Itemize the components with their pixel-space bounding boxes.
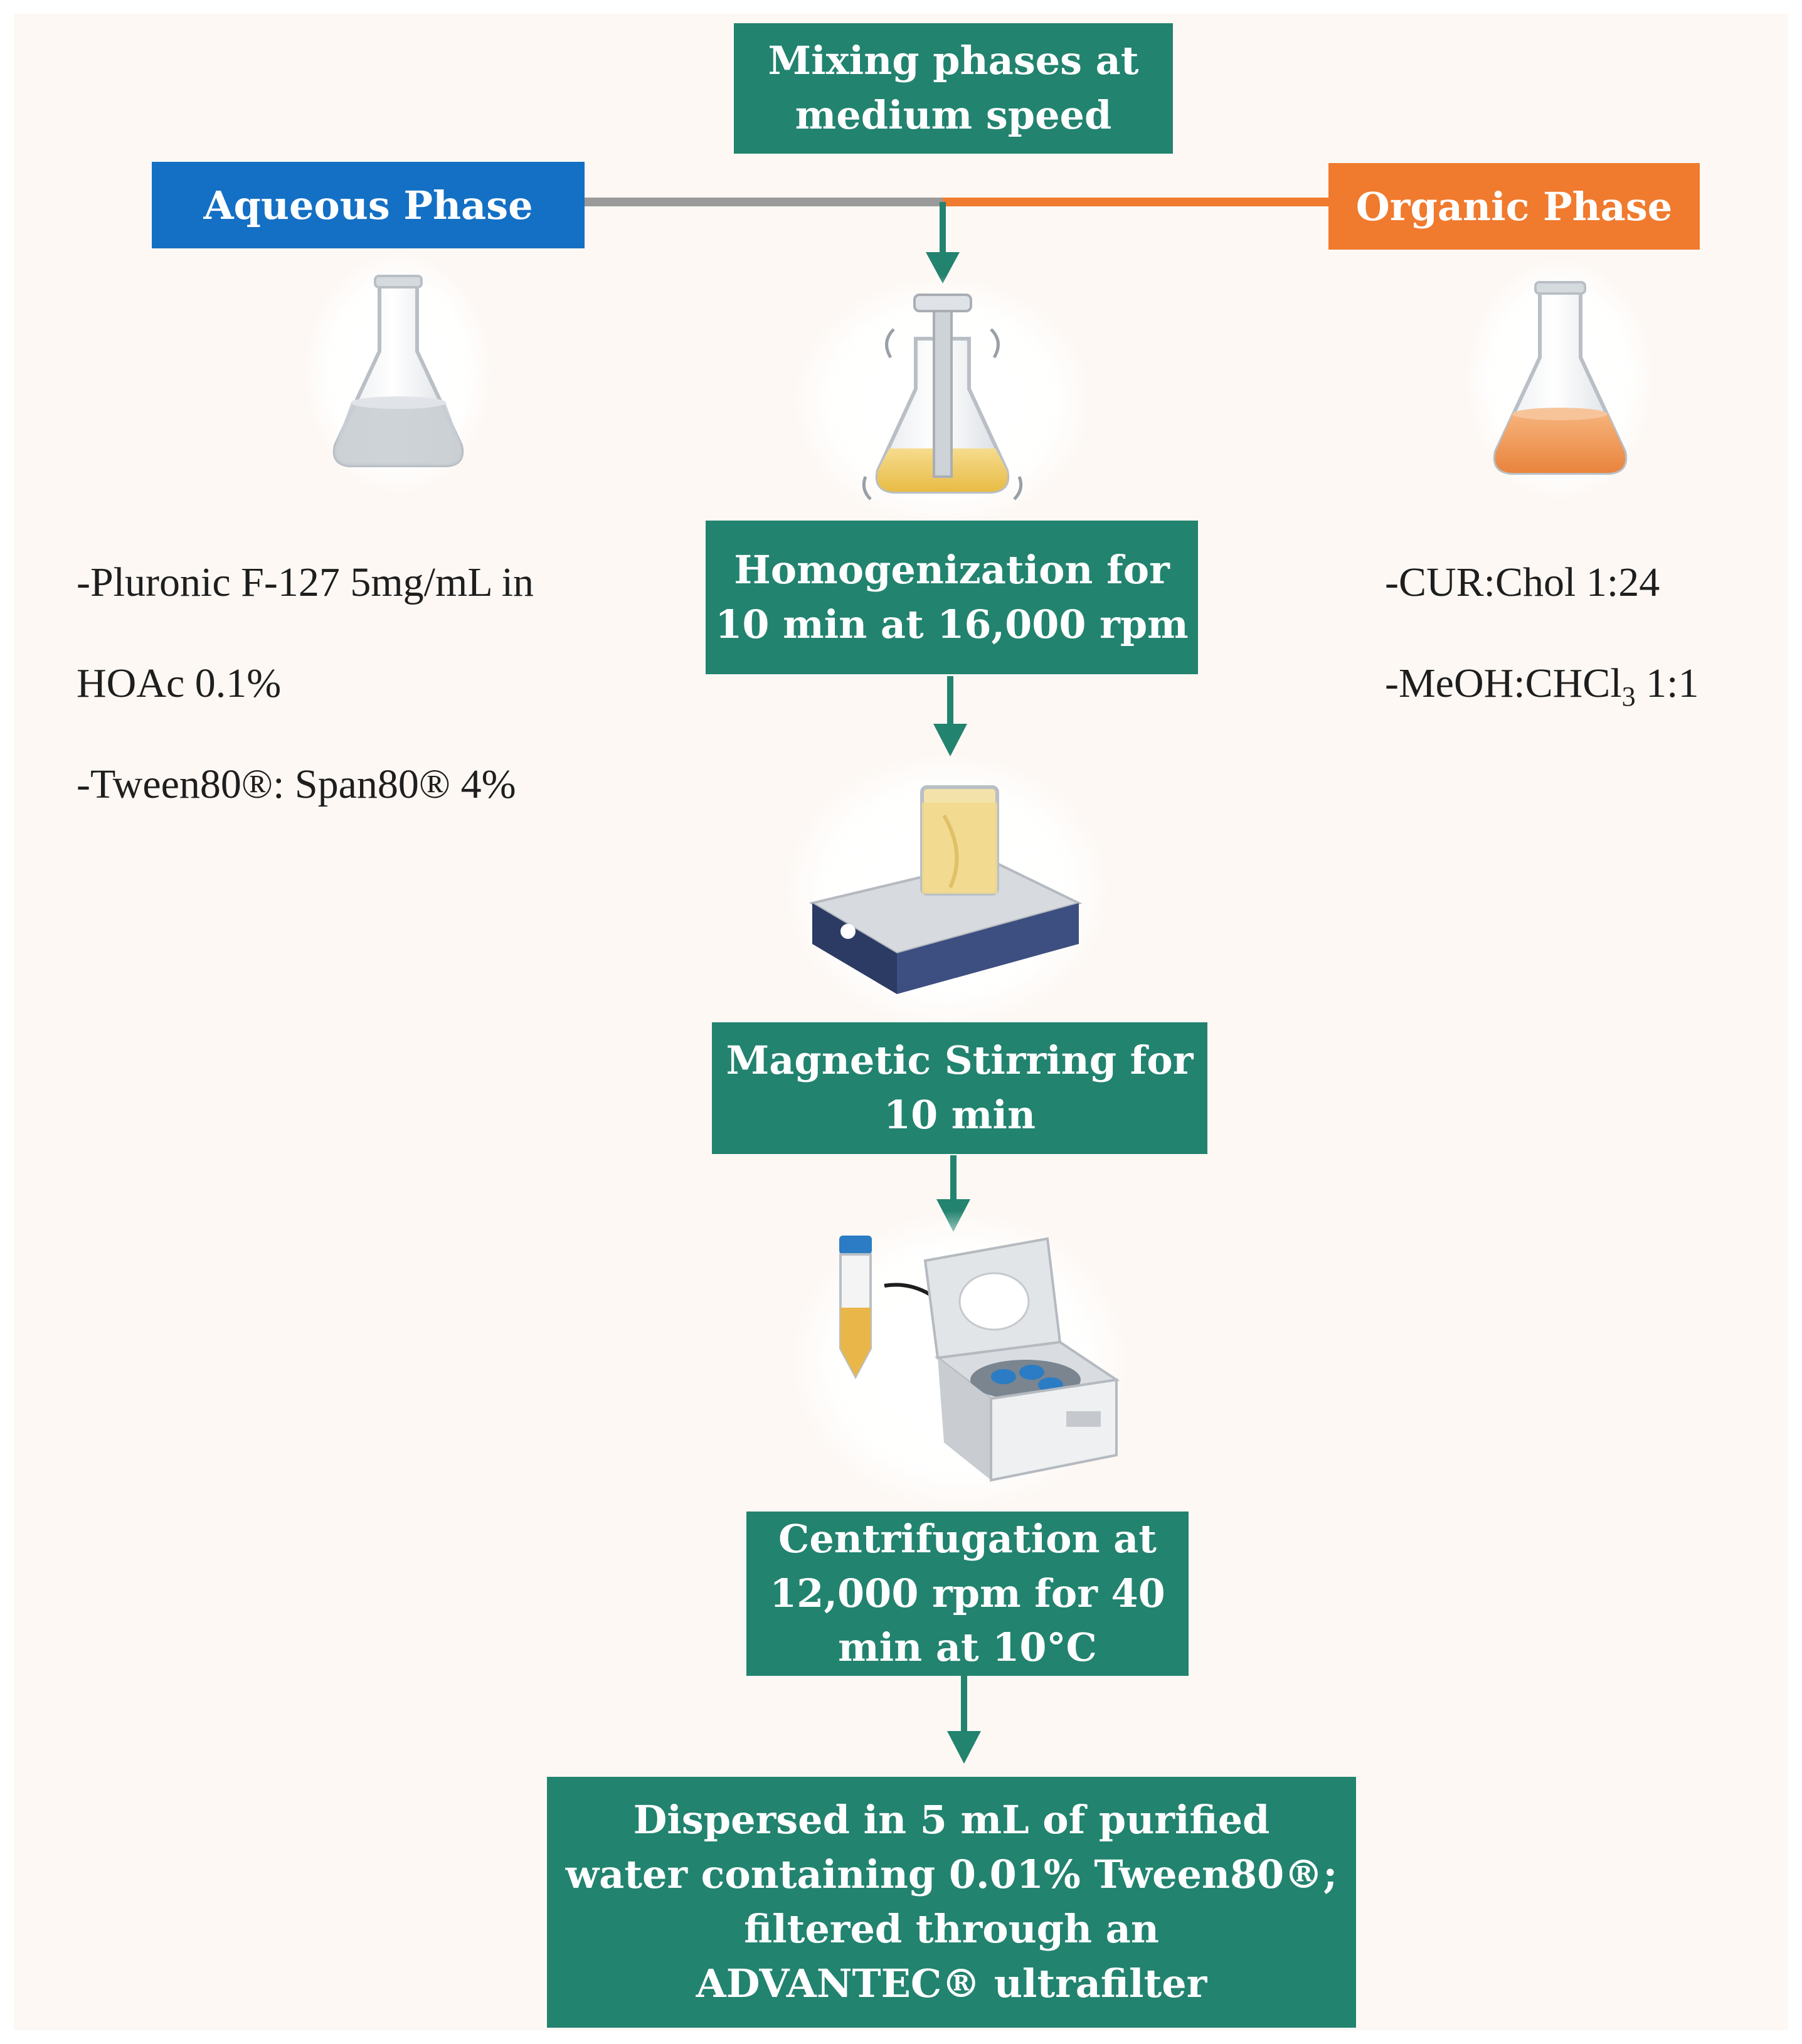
aqueous-line-1: -Pluronic F-127 5mg/mL in <box>77 559 534 605</box>
organic-line-2-suffix: 1:1 <box>1635 660 1699 706</box>
aqueous-phase-title: Aqueous Phase <box>203 182 533 228</box>
arrow-down-icon <box>933 676 967 756</box>
organic-line-1: -CUR:Chol 1:24 <box>1385 559 1660 605</box>
organic-line-2-subscript: 3 <box>1621 680 1636 712</box>
erlenmeyer-flask-clear-icon <box>304 251 492 495</box>
step-stirring-label: Magnetic Stirring for 10 min <box>726 1037 1194 1138</box>
step-final-box: Dispersed in 5 mL of purified water cont… <box>547 1777 1356 2028</box>
step-final-label: Dispersed in 5 mL of purified water cont… <box>565 1797 1338 2006</box>
step-centrifugation-label: Centrifugation at 12,000 rpm for 40 min … <box>770 1515 1165 1671</box>
aqueous-line-3: -Tween80®: Span80® 4% <box>77 761 516 807</box>
step-homogenization-box: Homogenization for 10 min at 16,000 rpm <box>706 521 1198 674</box>
erlenmeyer-flask-orange-icon <box>1466 257 1654 502</box>
arrow-down-icon <box>947 1676 981 1764</box>
step-mixing-box: Mixing phases at medium speed <box>734 23 1173 154</box>
step-mixing-label: Mixing phases at medium speed <box>768 38 1139 138</box>
organic-composition: -CUR:Chol 1:24 -MeOH:CHCl3 1:1 <box>1385 507 1699 764</box>
homogenizer-flask-icon <box>792 276 1093 527</box>
organic-line-2: -MeOH:CHCl3 1:1 <box>1385 659 1699 714</box>
organic-line-2-prefix: -MeOH:CHCl <box>1385 660 1622 706</box>
aqueous-composition: -Pluronic F-127 5mg/mL in HOAc 0.1% -Twe… <box>77 507 534 860</box>
aqueous-phase-header: Aqueous Phase <box>152 162 585 248</box>
organic-phase-title: Organic Phase <box>1355 183 1673 230</box>
arrow-down-icon <box>926 202 960 283</box>
step-homogenization-label: Homogenization for 10 min at 16,000 rpm <box>715 546 1189 647</box>
step-stirring-box: Magnetic Stirring for 10 min <box>712 1022 1207 1154</box>
step-centrifugation-box: Centrifugation at 12,000 rpm for 40 min … <box>746 1512 1189 1676</box>
organic-phase-header: Organic Phase <box>1328 163 1700 250</box>
centrifuge-icon <box>790 1210 1129 1512</box>
magnetic-stirrer-icon <box>784 753 1110 1029</box>
aqueous-line-2: HOAc 0.1% <box>77 660 282 706</box>
